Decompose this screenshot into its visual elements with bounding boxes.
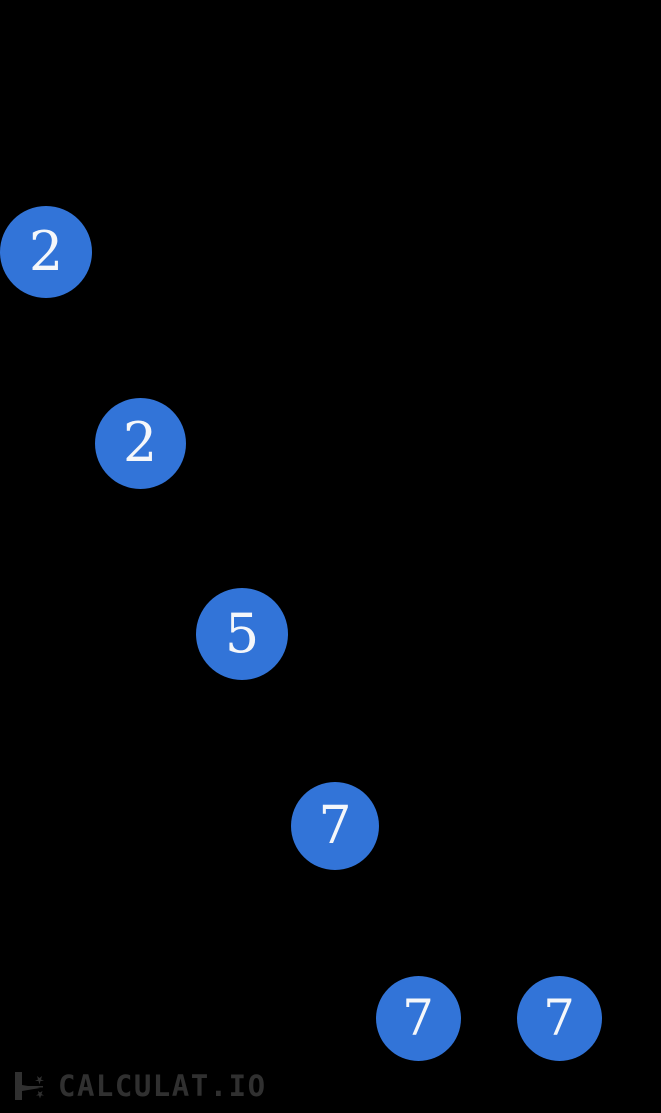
diagram-node-label: 7 xyxy=(543,989,575,1047)
diagram-node-label: 5 xyxy=(224,602,260,665)
diagram-node-label: 7 xyxy=(402,989,434,1047)
diagram-node: 2 xyxy=(94,397,186,489)
diagram-node: 7 xyxy=(291,782,379,870)
diagram-node: 5 xyxy=(196,588,288,680)
diagram-node: 7 xyxy=(375,975,461,1061)
diagram-node-label: 7 xyxy=(318,796,352,856)
diagram-node: 7 xyxy=(516,975,602,1061)
watermark: CALCULAT.IO xyxy=(10,1067,267,1105)
diagram-node: 2 xyxy=(0,206,92,298)
watermark-text: CALCULAT.IO xyxy=(58,1068,267,1103)
diagram-node-label: 2 xyxy=(122,411,158,474)
diagram-node-label: 2 xyxy=(28,220,64,283)
calculatio-arrow-logo-icon xyxy=(10,1067,50,1105)
